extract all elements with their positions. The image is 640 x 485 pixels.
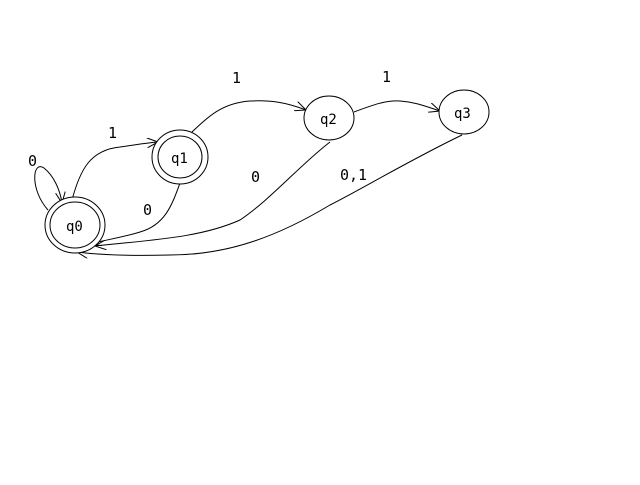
- edge-label-q2-q0: 0: [251, 168, 260, 186]
- edge-label-q0-q1: 1: [108, 124, 117, 142]
- state-q1: q1: [151, 129, 209, 185]
- edge-q1-q2: [191, 100, 306, 133]
- state-q1-label: q1: [171, 151, 188, 167]
- state-q2: q2: [303, 95, 355, 141]
- edge-q0-q1: [71, 142, 158, 201]
- state-q3-label: q3: [454, 106, 471, 122]
- state-q2-label: q2: [320, 112, 337, 128]
- edge-q2-q0: [95, 141, 331, 246]
- state-q3: q3: [438, 89, 490, 135]
- edge-label-q1-q0: 0: [143, 201, 152, 219]
- edge-q3-q0: [77, 134, 463, 255]
- edge-q0-q0: [34, 166, 62, 211]
- edge-q2-q3: [353, 100, 440, 112]
- edge-label-q3-q0: 0,1: [340, 166, 367, 184]
- state-q0: q0: [44, 196, 106, 254]
- state-q0-label: q0: [66, 219, 83, 235]
- edge-label-q0-q0: 0: [28, 152, 37, 170]
- edge-label-q2-q3: 1: [382, 68, 391, 86]
- edge-label-q1-q2: 1: [232, 69, 241, 87]
